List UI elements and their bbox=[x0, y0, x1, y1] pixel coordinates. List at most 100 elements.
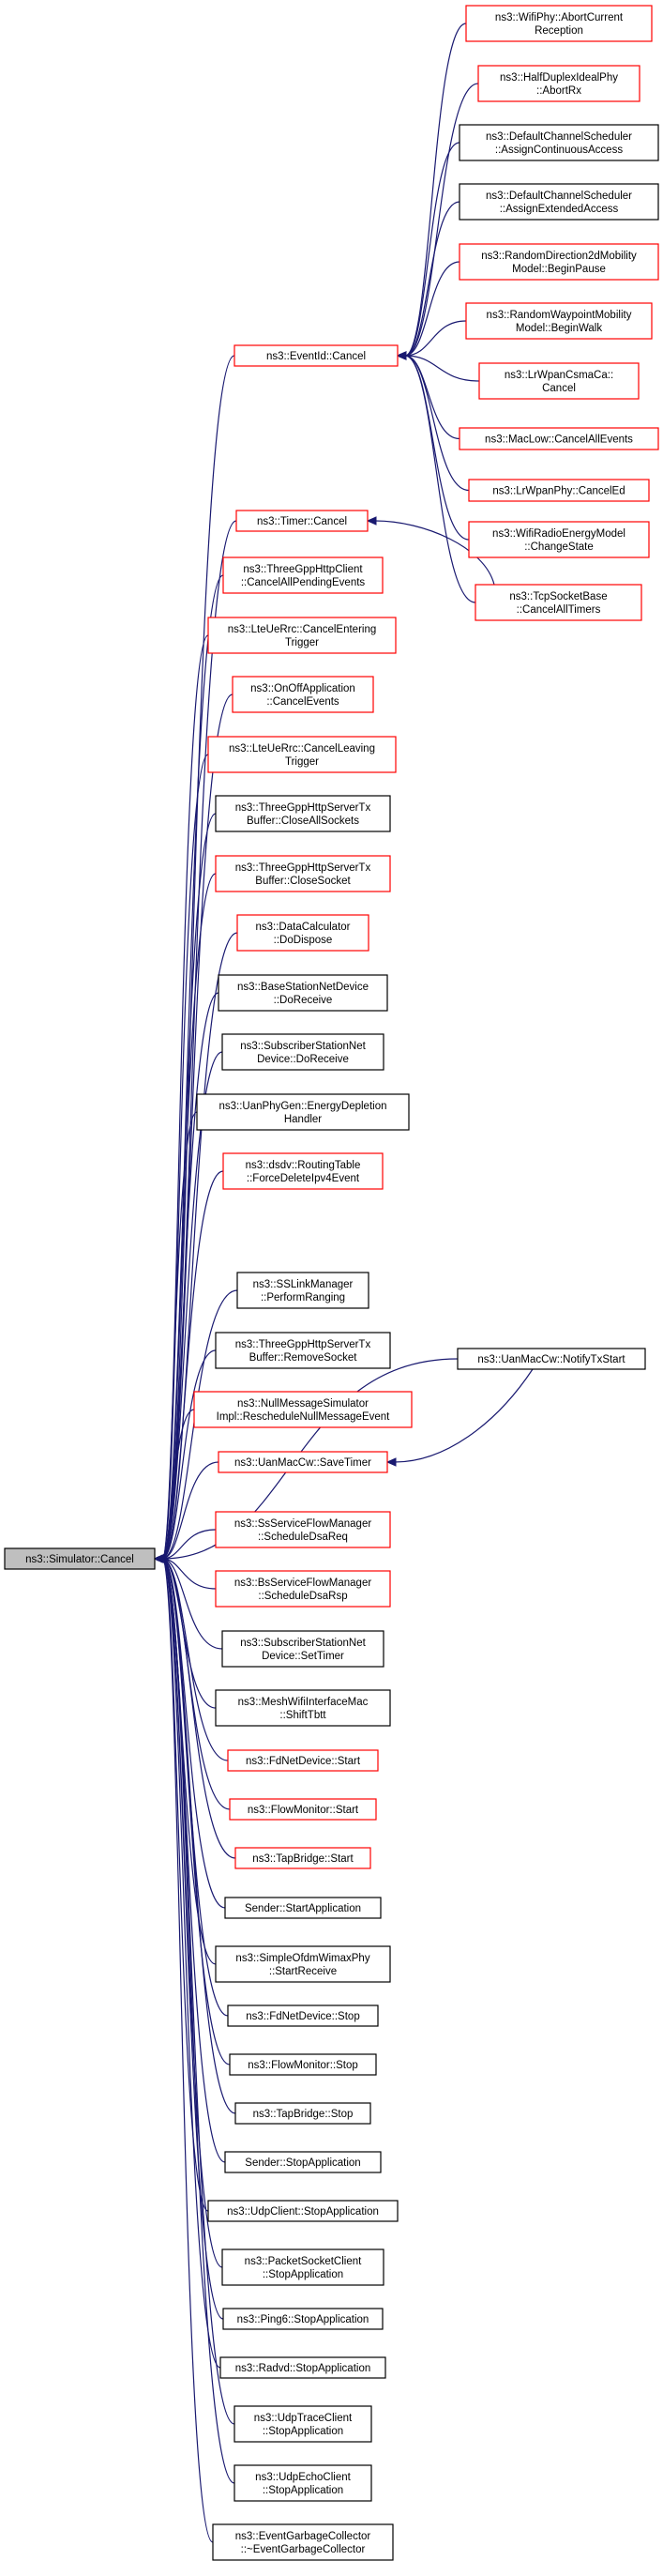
node-box bbox=[234, 2102, 371, 2125]
node-label: ::ChangeState bbox=[524, 541, 594, 553]
graph-node-n5[interactable]: ns3::RandomDirection2dMobilityModel::Beg… bbox=[459, 243, 659, 281]
call-edge bbox=[161, 1558, 223, 1650]
graph-node-n9[interactable]: ns3::LrWpanPhy::CancelEd bbox=[468, 479, 650, 502]
graph-node-m25: ns3::FdNetDevice::Stop bbox=[227, 2004, 379, 2027]
call-edge bbox=[374, 520, 495, 586]
node-box bbox=[459, 124, 659, 161]
graph-node-m15[interactable]: ns3::UanMacCw::SaveTimer bbox=[218, 1451, 388, 1473]
node-label: ns3::LrWpanPhy::CancelEd bbox=[492, 486, 625, 497]
graph-node-m22[interactable]: ns3::TapBridge::Start bbox=[234, 1847, 371, 1869]
call-edge bbox=[404, 355, 476, 603]
node-box bbox=[459, 183, 659, 221]
graph-node-m31: ns3::Ping6::StopApplication bbox=[222, 2308, 384, 2330]
node-box bbox=[236, 1272, 369, 1309]
graph-node-m1[interactable]: ns3::ThreeGppHttpClient::CancelAllPendin… bbox=[222, 556, 384, 594]
graph-node-m19: ns3::MeshWifiInterfaceMac::ShiftTbtt bbox=[215, 1689, 391, 1727]
graph-node-m21[interactable]: ns3::FlowMonitor::Start bbox=[229, 1798, 377, 1821]
node-label: ns3::OnOffApplication bbox=[250, 683, 355, 694]
node-label: ns3::HalfDuplexIdealPhy bbox=[500, 72, 618, 84]
call-edge bbox=[404, 355, 470, 492]
node-label: ::StartReceive bbox=[269, 1966, 337, 1977]
node-label: Model::BeginWalk bbox=[516, 323, 603, 334]
call-edge bbox=[161, 1558, 209, 2212]
node-label: Buffer::CloseAllSockets bbox=[247, 815, 359, 827]
graph-node-m20[interactable]: ns3::FdNetDevice::Start bbox=[227, 1749, 379, 1772]
graph-node-timer[interactable]: ns3::Timer::Cancel bbox=[235, 510, 369, 532]
node-label: ns3::ThreeGppHttpServerTx bbox=[235, 1339, 371, 1350]
node-box bbox=[219, 2356, 386, 2379]
graph-node-m24: ns3::SimpleOfdmWimaxPhy::StartReceive bbox=[215, 1945, 391, 1983]
call-edge bbox=[404, 23, 467, 357]
node-box bbox=[218, 1451, 388, 1473]
node-label: ns3::UanPhyGen::EnergyDepletion bbox=[219, 1101, 387, 1112]
call-edge bbox=[161, 1051, 223, 1560]
graph-node-m8: ns3::BaseStationNetDevice::DoReceive bbox=[218, 974, 388, 1012]
node-box bbox=[465, 5, 653, 42]
call-nodes: ns3::Simulator::Cancel ns3::WifiPhy::Abor… bbox=[4, 5, 659, 2561]
graph-node-m13: ns3::ThreeGppHttpServerTxBuffer::RemoveS… bbox=[215, 1332, 391, 1369]
node-box bbox=[478, 362, 640, 400]
node-box bbox=[215, 1332, 391, 1369]
graph-node-eventid[interactable]: ns3::EventId::Cancel bbox=[234, 344, 399, 367]
graph-node-m11[interactable]: ns3::dsdv::RoutingTable::ForceDeleteIpv4… bbox=[222, 1152, 384, 1190]
node-label: ::AssignExtendedAccess bbox=[500, 204, 619, 215]
node-box bbox=[234, 344, 399, 367]
node-box bbox=[196, 1093, 410, 1131]
node-label: ns3::RandomWaypointMobility bbox=[487, 310, 632, 321]
call-edge bbox=[404, 201, 460, 357]
node-label: ns3::Simulator::Cancel bbox=[25, 1554, 134, 1565]
root-node[interactable]: ns3::Simulator::Cancel bbox=[4, 1547, 156, 1570]
graph-node-m33: ns3::UdpTraceClient::StopApplication bbox=[234, 2405, 372, 2443]
graph-node-n11[interactable]: ns3::TcpSocketBase::CancelAllTimers bbox=[475, 584, 642, 621]
graph-node-n4: ns3::DefaultChannelScheduler::AssignExte… bbox=[459, 183, 659, 221]
graph-node-m14[interactable]: ns3::NullMessageSimulatorImpl::Reschedul… bbox=[193, 1391, 413, 1428]
node-label: ns3::LteUeRrc::CancelEntering bbox=[228, 624, 377, 635]
node-label: Reception bbox=[535, 25, 583, 37]
graph-node-n2[interactable]: ns3::HalfDuplexIdealPhy::AbortRx bbox=[477, 65, 640, 102]
graph-node-m35: ns3::EventGarbageCollector::~EventGarbag… bbox=[212, 2523, 394, 2561]
graph-node-m16[interactable]: ns3::SsServiceFlowManager::ScheduleDsaRe… bbox=[215, 1511, 391, 1548]
node-label: ::AbortRx bbox=[536, 85, 581, 97]
node-label: ns3::UdpEchoClient bbox=[255, 2472, 351, 2483]
node-box bbox=[227, 2004, 379, 2027]
node-label: ns3::MeshWifiInterfaceMac bbox=[238, 1697, 369, 1708]
graph-node-m17[interactable]: ns3::BsServiceFlowManager::ScheduleDsaRs… bbox=[215, 1570, 391, 1608]
node-label: ns3::UdpTraceClient bbox=[254, 2413, 353, 2424]
graph-node-n7[interactable]: ns3::LrWpanCsmaCa::Cancel bbox=[478, 362, 640, 400]
node-box bbox=[468, 521, 650, 558]
node-box bbox=[207, 617, 397, 654]
graph-node-n10[interactable]: ns3::WifiRadioEnergyModel::ChangeState bbox=[468, 521, 650, 558]
node-label: Device::SetTimer bbox=[262, 1651, 344, 1662]
node-box bbox=[468, 479, 650, 502]
node-label: ns3::EventId::Cancel bbox=[266, 351, 366, 362]
node-label: ::CancelAllTimers bbox=[517, 604, 601, 616]
call-edge bbox=[161, 1558, 224, 2320]
node-label: Sender::StartApplication bbox=[245, 1903, 361, 1914]
node-box bbox=[222, 1152, 384, 1190]
node-label: ns3::dsdv::RoutingTable bbox=[246, 1160, 361, 1171]
graph-node-n8[interactable]: ns3::MacLow::CancelAllEvents bbox=[459, 427, 659, 450]
node-label: ns3::SSLinkManager bbox=[253, 1279, 354, 1290]
call-edge bbox=[404, 83, 479, 357]
graph-node-m3[interactable]: ns3::OnOffApplication::CancelEvents bbox=[232, 676, 374, 713]
call-edge bbox=[404, 355, 480, 382]
node-label: ::StopApplication bbox=[263, 2485, 343, 2496]
graph-node-m23: Sender::StartApplication bbox=[224, 1897, 382, 1919]
graph-node-n6[interactable]: ns3::RandomWaypointMobilityModel::BeginW… bbox=[465, 302, 653, 340]
call-edge bbox=[161, 992, 219, 1560]
call-edge bbox=[404, 320, 467, 357]
node-label: ns3::DefaultChannelScheduler bbox=[486, 131, 632, 143]
graph-node-m7[interactable]: ns3::DataCalculator::DoDispose bbox=[236, 914, 369, 952]
call-edge bbox=[404, 261, 460, 357]
graph-node-m28: Sender::StopApplication bbox=[224, 2151, 382, 2173]
node-label: Trigger bbox=[285, 637, 319, 648]
node-box bbox=[457, 1348, 646, 1370]
graph-node-m32: ns3::Radvd::StopApplication bbox=[219, 2356, 386, 2379]
node-label: ns3::LteUeRrc::CancelLeaving bbox=[229, 743, 375, 755]
graph-node-m6[interactable]: ns3::ThreeGppHttpServerTxBuffer::CloseSo… bbox=[215, 855, 391, 892]
node-box bbox=[221, 2248, 384, 2286]
call-edge bbox=[404, 355, 460, 440]
